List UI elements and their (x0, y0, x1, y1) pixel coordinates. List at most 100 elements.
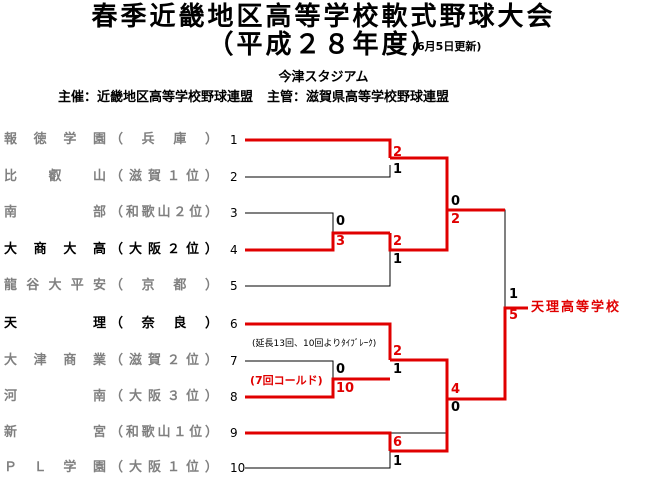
team-name-char: 園 (92, 132, 106, 147)
score-sf1-top: 0 (451, 194, 461, 209)
team-name-char: 谷 (26, 278, 40, 293)
team-prefecture-char: （ (110, 353, 124, 368)
team-prefecture-char: 位 (185, 169, 199, 184)
team-name-char: 平 (70, 278, 84, 293)
team-prefecture-char: 位 (185, 460, 199, 475)
team-prefecture-char: ） (204, 460, 218, 475)
team-prefecture-char: 歌 (141, 205, 155, 220)
win-line-r3 (390, 358, 449, 399)
team-name-char: 南 (92, 389, 106, 404)
score-final-bot: 5 (509, 308, 519, 323)
update-date: (6月5日更新) (412, 40, 482, 53)
team-prefecture-char: 賀 (147, 353, 161, 368)
score-r1-bot: 1 (393, 162, 403, 177)
team-prefecture-char: 位 (189, 205, 203, 220)
called-game-note: (7回コールド) (250, 374, 323, 387)
team-name: 南部 (4, 204, 106, 222)
team-prefecture-char: ） (204, 132, 218, 147)
team-name-char: 南 (4, 205, 18, 220)
team-prefecture-char: 位 (189, 425, 203, 440)
team-prefecture-char: ） (204, 169, 218, 184)
team-name-char: 叡 (48, 169, 62, 184)
team-name-char: 業 (92, 353, 106, 368)
score-p78-top: 0 (336, 362, 346, 377)
team-prefecture-char: （ (110, 389, 124, 404)
score-sf2-bot: 0 (451, 400, 461, 415)
win-line-seed-1 (245, 138, 392, 158)
team-name-char: 大 (63, 242, 77, 257)
champion-label: 天理高等学校 (531, 300, 622, 315)
team-prefecture-char: （ (110, 425, 124, 440)
team-name-char: 龍 (4, 278, 18, 293)
score-p34-top: 0 (336, 214, 346, 229)
score-r3-top: 2 (393, 344, 403, 359)
team-name: 天理 (4, 315, 106, 333)
score-r4-bot: 1 (393, 454, 403, 469)
team-prefecture-char: 阪 (147, 242, 161, 257)
team-name-char: 宮 (92, 425, 106, 440)
line-seed-2 (245, 165, 391, 178)
seed-number: 10 (230, 461, 246, 475)
team-name-char: 比 (4, 169, 18, 184)
team-prefecture-char: 京 (141, 278, 155, 293)
team-prefecture-char: 滋 (128, 353, 142, 368)
team-prefecture-char: 和 (125, 425, 139, 440)
team-prefecture-char: 大 (128, 389, 142, 404)
score-p34-bot: 3 (336, 234, 346, 249)
team-name-char: 理 (92, 316, 106, 331)
venue: 今津スタジアム (278, 70, 369, 85)
team-prefecture: （京都） (110, 277, 218, 295)
win-line-r1 (390, 156, 449, 210)
team-prefecture-char: 位 (185, 353, 199, 368)
organizer: 主催：近畿地区高等学校野球連盟 (58, 90, 254, 105)
team-prefecture-char: ） (204, 242, 218, 257)
score-r1-top: 2 (393, 145, 403, 160)
team-prefecture-char: ） (204, 316, 218, 331)
team-prefecture-char: ） (204, 425, 218, 440)
team-prefecture-char: 奈 (141, 316, 155, 331)
team-prefecture-char: 阪 (147, 460, 161, 475)
team-name: 大商大高 (4, 241, 106, 259)
score-r4-top: 6 (393, 435, 403, 450)
team-prefecture-char: 良 (173, 316, 187, 331)
team-name-char: 新 (4, 425, 18, 440)
win-line-seed-8 (245, 377, 390, 399)
team-prefecture-char: （ (110, 205, 124, 220)
seed-number: 2 (230, 170, 238, 184)
team-prefecture-char: ） (204, 389, 218, 404)
line-seed-10 (245, 451, 391, 469)
team-prefecture-char: 都 (173, 278, 187, 293)
team-prefecture-char: 山 (157, 425, 171, 440)
team-row: 報徳学園（兵庫） (4, 131, 218, 149)
team-prefecture-char: 歌 (141, 425, 155, 440)
team-prefecture-char: 位 (185, 242, 199, 257)
seed-number: 6 (230, 317, 238, 331)
line-seed-3 (245, 212, 334, 233)
team-name: 大津商業 (4, 352, 106, 370)
team-name-char: 園 (92, 460, 106, 475)
team-prefecture-char: ３ (166, 389, 180, 404)
extra-innings-note: (延長13回、10回よりﾀｲﾌﾞﾚｰｸ) (252, 339, 377, 349)
team-prefecture-char: ） (204, 353, 218, 368)
win-line-p34 (388, 210, 449, 252)
team-name-char: 商 (63, 353, 77, 368)
team-prefecture-char: 庫 (173, 132, 187, 147)
team-prefecture: （兵庫） (110, 131, 218, 149)
team-name-char: 学 (63, 460, 77, 475)
line-seed-5 (245, 250, 391, 287)
team-prefecture-char: 山 (157, 205, 171, 220)
team-name-char: 河 (4, 389, 18, 404)
score-sf2-top: 4 (451, 382, 461, 397)
team-name: 比叡山 (4, 168, 106, 186)
team-row: 天理（奈良） (4, 315, 218, 333)
